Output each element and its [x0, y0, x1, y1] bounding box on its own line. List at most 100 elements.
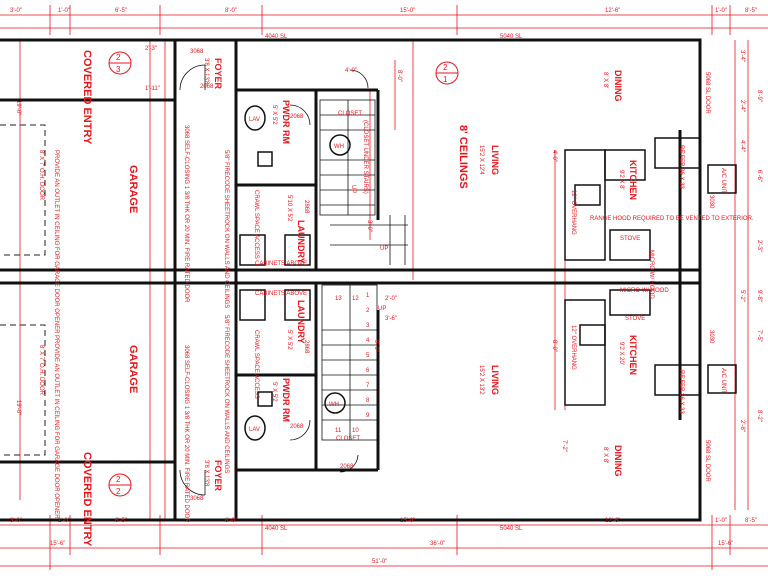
stove-bottom: STOVE	[625, 316, 645, 322]
stair-num-1: 1	[366, 293, 370, 299]
garage-top-label: GARAGE	[127, 165, 139, 213]
outlet-note-bottom: PROVIDE AN OUTLET IN CEILING FOR GARAGE …	[53, 335, 59, 519]
section-marks	[108, 51, 459, 497]
sl-right-bottom: 5040 SL	[500, 526, 523, 532]
stair-num-3: 3	[366, 323, 370, 329]
outlet-note-top: PROVIDE AN OUTLET IN CEILING FOR GARAGE …	[53, 150, 59, 334]
dining-bottom-size: 8' X 8'	[602, 447, 608, 463]
dim-misc-7: 3'-6"	[385, 316, 397, 322]
mark-bottom-left-b: 2	[116, 487, 121, 496]
dimension-labels: 3'-0" 1'-0" 6'-5" 8'-0" 15'-0" 12'-6" 1'…	[10, 8, 762, 565]
dim-bottom-7: 8'-5"	[745, 518, 757, 524]
overhang-bottom: 12" OVERHANG	[570, 325, 576, 370]
sl-left-bottom: 4040 SL	[265, 526, 288, 532]
dim-bottom-3: 8'-0"	[225, 518, 237, 524]
dim-bottom-5: 12'-6"	[605, 518, 620, 524]
walls	[0, 38, 702, 522]
dim-top-3: 8'-0"	[225, 8, 237, 14]
stair-num-2: 2	[366, 308, 370, 314]
foyer-bottom-size: 3'8 X 13'8	[203, 460, 209, 487]
sl-door-bottom: 5068 SL DOOR	[704, 440, 710, 482]
sl-door-top: 5068 SL DOOR	[704, 72, 710, 114]
kitchen-bottom-size: 9'2 X 20'	[618, 342, 624, 365]
dim-total: 51'-0"	[372, 559, 387, 565]
laundry-bottom-size: 5' X 5'2	[286, 330, 292, 350]
dim-misc-4: 3'-0"	[366, 220, 372, 232]
stair-num-7: 7	[366, 383, 370, 389]
closet-top-label: CLOSET	[338, 111, 362, 117]
dim-misc-6: 2'-0"	[385, 296, 397, 302]
dim-misc-19: 9'-8"	[756, 290, 762, 302]
wh-top: WH	[334, 144, 344, 150]
pwdr-top-label: PWDR RM	[281, 100, 291, 144]
dim-top-4: 15'-0"	[400, 8, 415, 14]
stairs	[319, 99, 408, 441]
mark-top-left-a: 2	[116, 53, 121, 62]
sl-left-top: 4040 SL	[265, 34, 288, 40]
laundry-top-label: LAUNDRY	[296, 220, 306, 264]
dim-bottom2-0: 15'-6"	[50, 541, 65, 547]
dim-bottom-6: 1'-0"	[715, 518, 727, 524]
living-top-size: 15'2 X 12'4	[478, 145, 484, 175]
dim-left-19: 19'-0"	[15, 100, 21, 115]
stair-num-6: 6	[366, 368, 370, 374]
dim-misc-1: 1'-11"	[145, 86, 160, 92]
window-3030-a: 3030	[708, 195, 714, 209]
garage-bottom-label: GARAGE	[127, 345, 139, 393]
dining-top-size: 8' X 8'	[602, 72, 608, 88]
door-2068-a: 2068	[290, 114, 304, 120]
dim-misc-11: 3'-4"	[739, 50, 745, 62]
kitchen-top-label: KITCHEN	[628, 160, 638, 200]
sl-right-top: 5040 SL	[500, 34, 523, 40]
stair-num-10: 10	[352, 428, 359, 434]
micro-top: MICRO W/ HOOD	[648, 250, 654, 299]
mark-top-left-b: 3	[116, 65, 121, 74]
dim-misc-5: 9'-0"	[373, 340, 379, 352]
garage-door-bottom: 8' X 7' O.H. DOOR	[38, 345, 44, 396]
door-2068-b: 2068	[290, 424, 304, 430]
dim-misc-8: 4'-0"	[551, 150, 557, 162]
pwdr-bottom-label: PWDR RM	[281, 378, 291, 422]
up-label-c: UP	[378, 306, 386, 312]
laundry-bottom-label: LAUNDRY	[296, 300, 306, 344]
dim-top-5: 12'-6"	[605, 8, 620, 14]
ac-bottom: A/C UNIT	[720, 368, 726, 394]
sheetrock-top: 5/8" FIRECODE SHEETROCK ON WALLS AND CEI…	[223, 150, 229, 308]
wh-bottom: WH	[329, 402, 339, 408]
sheetrock-bottom: 5/8" FIRECODE SHEETROCK ON WALLS AND CEI…	[223, 315, 229, 473]
closet-bottom-label: CLOSET	[336, 436, 360, 442]
cabinets-top: CABINETS ABOVE	[255, 261, 307, 267]
dim-top-2: 6'-5"	[115, 8, 127, 14]
living-bottom-label: LIVING	[490, 365, 500, 395]
dim-misc-10: 7'-2"	[561, 440, 567, 452]
foyer-top-size: 3'8 X 13'8	[203, 58, 209, 85]
dim-bottom2-1: 36'-0"	[430, 541, 445, 547]
notes: PROVIDE AN OUTLET IN CEILING FOR GARAGE …	[38, 34, 754, 532]
refer-bottom: RE'FER 36 X 33	[678, 370, 684, 414]
crawl-top: CRAWL SPACE ACCESS	[253, 190, 259, 259]
refer-top: RE'FER 36 X 33	[678, 145, 684, 189]
dim-left-19b: 19'-0"	[15, 400, 21, 415]
dim-misc-15: 2'-8"	[739, 420, 745, 432]
foyer-top-label: FOYER	[213, 58, 223, 90]
room-labels: COVERED ENTRY COVERED ENTRY FOYER 3'8 X …	[81, 50, 638, 547]
dim-misc-20: 7'-5"	[756, 330, 762, 342]
stair-num-11: 11	[335, 428, 342, 434]
dim-bottom-0: 3'-0"	[10, 518, 22, 524]
dim-top-1: 1'-0"	[58, 8, 70, 14]
dim-bottom2-2: 15'-6"	[718, 541, 733, 547]
stair-num-5: 5	[366, 353, 370, 359]
covered-entry-top-label: COVERED ENTRY	[81, 50, 93, 145]
door-swings	[179, 64, 369, 496]
dim-misc-16: 8'-9"	[756, 90, 762, 102]
dining-top-label: DINING	[613, 70, 623, 102]
dim-misc-12: 2'-4"	[739, 100, 745, 112]
lav-bottom: LAV	[249, 427, 260, 433]
foyer-bottom-label: FOYER	[213, 460, 223, 492]
mark-bottom-left-a: 2	[116, 475, 121, 484]
garage-door-top: 8' X 7' O.H. DOOR	[38, 150, 44, 201]
garage-door-outlines	[0, 124, 46, 456]
ac-top: A/C UNIT	[720, 168, 726, 194]
kitchen-bottom-label: KITCHEN	[628, 335, 638, 375]
